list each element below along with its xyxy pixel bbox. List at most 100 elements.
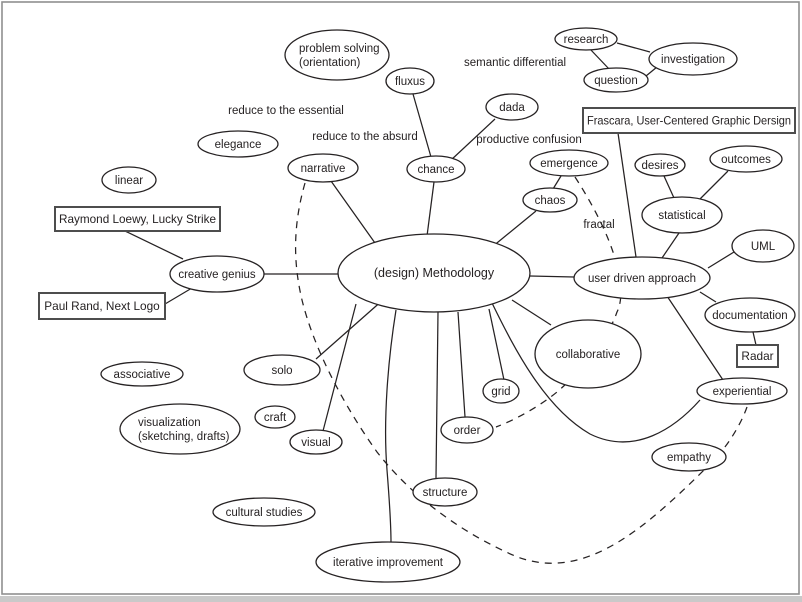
- node-investigation[interactable]: investigation: [648, 42, 738, 76]
- node-ellipse-desires: [634, 153, 686, 177]
- node-design-methodology[interactable]: (design) Methodology: [337, 233, 531, 313]
- node-elegance[interactable]: elegance: [197, 130, 279, 158]
- node-linear[interactable]: linear: [101, 166, 157, 194]
- edge-documentation--radar-box: [752, 331, 757, 346]
- node-desires[interactable]: desires: [634, 153, 686, 177]
- node-iterative-improvement[interactable]: iterative improvement: [315, 541, 461, 583]
- node-label-visualization: visualization(sketching, drafts): [138, 417, 230, 443]
- node-ellipse-experiential: [696, 377, 788, 405]
- label-productive-confusion[interactable]: productive confusion: [476, 134, 581, 146]
- box-paul-rand-box[interactable]: Paul Rand, Next Logo: [38, 292, 166, 320]
- node-label-research: research: [564, 34, 609, 46]
- box-raymond-loewy-box[interactable]: Raymond Loewy, Lucky Strike: [54, 206, 221, 232]
- box-rect-raymond-loewy-box: [54, 206, 221, 232]
- node-label-investigation: investigation: [661, 54, 725, 66]
- node-ellipse-question: [583, 67, 649, 93]
- edge-design-methodology--iterative-improvement: [384, 309, 397, 544]
- node-documentation[interactable]: documentation: [704, 297, 796, 333]
- node-narrative[interactable]: narrative: [287, 153, 359, 183]
- node-label-experiential: experiential: [713, 386, 772, 398]
- node-experiential[interactable]: experiential: [696, 377, 788, 405]
- node-ellipse-chance: [406, 155, 466, 183]
- node-label-collaborative: collaborative: [556, 349, 621, 361]
- node-visual[interactable]: visual: [289, 429, 343, 455]
- node-ellipse-structure: [412, 477, 478, 507]
- node-label-empathy: empathy: [667, 452, 711, 464]
- box-radar-box[interactable]: Radar: [736, 344, 779, 368]
- node-ellipse-visual: [289, 429, 343, 455]
- node-problem-solving[interactable]: problem solving(orientation): [284, 29, 390, 81]
- node-grid[interactable]: grid: [482, 378, 520, 404]
- box-frascara-box[interactable]: Frascara, User-Centered Graphic Dersign: [582, 107, 796, 134]
- edge-user-driven-approach--documentation: [699, 291, 717, 303]
- node-label-craft: craft: [264, 412, 287, 424]
- box-label-radar-box: Radar: [741, 349, 773, 363]
- node-ellipse-problem-solving: [284, 29, 390, 81]
- node-chaos[interactable]: chaos: [522, 187, 578, 213]
- edge-narrative--experiential: [294, 182, 748, 564]
- edge-chance--design-methodology: [426, 181, 435, 237]
- node-order[interactable]: order: [440, 416, 494, 444]
- node-collaborative[interactable]: collaborative: [534, 319, 642, 389]
- node-label-visual: visual: [301, 437, 330, 449]
- edge-design-methodology--structure: [435, 311, 439, 479]
- node-ellipse-research: [554, 27, 618, 51]
- node-label-chaos: chaos: [535, 195, 566, 207]
- node-label-desires: desires: [641, 160, 678, 172]
- node-craft[interactable]: craft: [254, 405, 296, 429]
- node-label-fluxus: fluxus: [395, 76, 425, 88]
- node-emergence[interactable]: emergence: [529, 149, 609, 177]
- node-ellipse-fluxus: [385, 67, 435, 95]
- node-cultural-studies[interactable]: cultural studies: [212, 497, 316, 527]
- node-empathy[interactable]: empathy: [651, 442, 727, 472]
- node-creative-genius[interactable]: creative genius: [169, 255, 265, 293]
- edge-fluxus--chance: [412, 93, 432, 158]
- node-ellipse-elegance: [197, 130, 279, 158]
- node-label-user-driven-approach: user driven approach: [588, 273, 696, 285]
- node-label-linear: linear: [115, 175, 143, 187]
- node-dada[interactable]: dada: [485, 93, 539, 121]
- label-reduce-absurd[interactable]: reduce to the absurd: [312, 131, 418, 143]
- node-associative[interactable]: associative: [100, 361, 184, 387]
- node-label-iterative-improvement: iterative improvement: [333, 557, 444, 569]
- node-research[interactable]: research: [554, 27, 618, 51]
- node-label-solo: solo: [271, 365, 292, 377]
- node-ellipse-order: [440, 416, 494, 444]
- edge-design-methodology--order: [457, 311, 466, 418]
- label-reduce-essential[interactable]: reduce to the essential: [228, 105, 344, 117]
- box-rect-frascara-box: [582, 107, 796, 134]
- edge-emergence--chaos: [552, 175, 562, 190]
- node-user-driven-approach[interactable]: user driven approach: [573, 256, 711, 300]
- node-ellipse-chaos: [522, 187, 578, 213]
- node-label-design-methodology: (design) Methodology: [374, 266, 495, 280]
- node-label-elegance: elegance: [215, 139, 262, 151]
- node-visualization[interactable]: visualization(sketching, drafts): [119, 403, 241, 455]
- node-question[interactable]: question: [583, 67, 649, 93]
- node-ellipse-investigation: [648, 42, 738, 76]
- node-label-order: order: [454, 425, 481, 437]
- edge-emergence--order: [495, 176, 622, 428]
- node-label-uml: UML: [751, 241, 776, 253]
- node-ellipse-cultural-studies: [212, 497, 316, 527]
- label-semantic-differential[interactable]: semantic differential: [464, 57, 566, 69]
- node-uml[interactable]: UML: [731, 229, 795, 263]
- node-label-question: question: [594, 75, 637, 87]
- node-ellipse-narrative: [287, 153, 359, 183]
- node-ellipse-user-driven-approach: [573, 256, 711, 300]
- edge-narrative--design-methodology: [330, 180, 376, 244]
- node-ellipse-documentation: [704, 297, 796, 333]
- node-ellipse-outcomes: [709, 145, 783, 173]
- label-fractal[interactable]: fractal: [583, 219, 614, 231]
- node-outcomes[interactable]: outcomes: [709, 145, 783, 173]
- box-label-paul-rand-box: Paul Rand, Next Logo: [44, 299, 160, 313]
- node-structure[interactable]: structure: [412, 477, 478, 507]
- box-label-raymond-loewy-box: Raymond Loewy, Lucky Strike: [59, 212, 216, 226]
- node-ellipse-solo: [243, 354, 321, 386]
- node-statistical[interactable]: statistical: [641, 196, 723, 234]
- node-ellipse-visualization: [119, 403, 241, 455]
- node-label-narrative: narrative: [301, 163, 346, 175]
- node-chance[interactable]: chance: [406, 155, 466, 183]
- node-label-emergence: emergence: [540, 158, 598, 170]
- node-solo[interactable]: solo: [243, 354, 321, 386]
- node-fluxus[interactable]: fluxus: [385, 67, 435, 95]
